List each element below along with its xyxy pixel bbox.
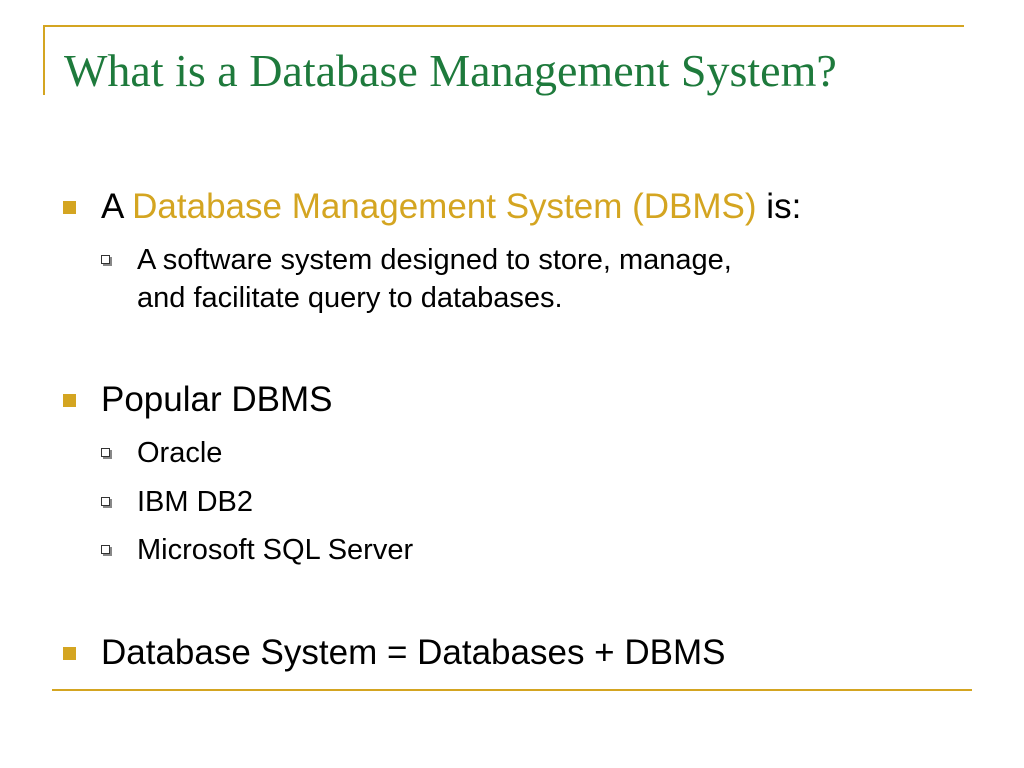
frame-top-rule <box>43 25 964 27</box>
square-bullet-icon <box>63 647 76 660</box>
sub-bullet-text: IBM DB2 <box>137 486 254 518</box>
bullet-text: Popular DBMS <box>101 380 333 419</box>
sub-bullet-line-1: A software system designed to store, man… <box>137 244 732 276</box>
square-bullet-icon <box>63 201 76 214</box>
hollow-square-bullet-icon <box>101 255 110 264</box>
hollow-square-bullet-icon <box>101 497 110 506</box>
frame-left-rule <box>43 25 45 95</box>
bullet-text: Database System = Databases + DBMS <box>101 633 726 672</box>
frame-bottom-rule <box>52 689 972 691</box>
bullet-suffix: is: <box>756 187 802 226</box>
hollow-square-bullet-icon <box>101 545 110 554</box>
bullet-text: A Database Management System (DBMS) is: <box>101 186 801 228</box>
sub-bullet-line-2: and facilitate query to databases. <box>137 282 563 314</box>
hollow-square-bullet-icon <box>101 448 110 457</box>
sub-bullet-text: Microsoft SQL Server <box>137 534 414 566</box>
slide-title: What is a Database Management System? <box>64 45 837 96</box>
sub-bullet-text: A software system designed to store, man… <box>137 241 917 317</box>
bullet-prefix: A <box>101 187 133 226</box>
bullet-highlight: Database Management System (DBMS) <box>132 187 757 226</box>
square-bullet-icon <box>63 394 76 407</box>
sub-bullet-text: Oracle <box>137 437 223 469</box>
